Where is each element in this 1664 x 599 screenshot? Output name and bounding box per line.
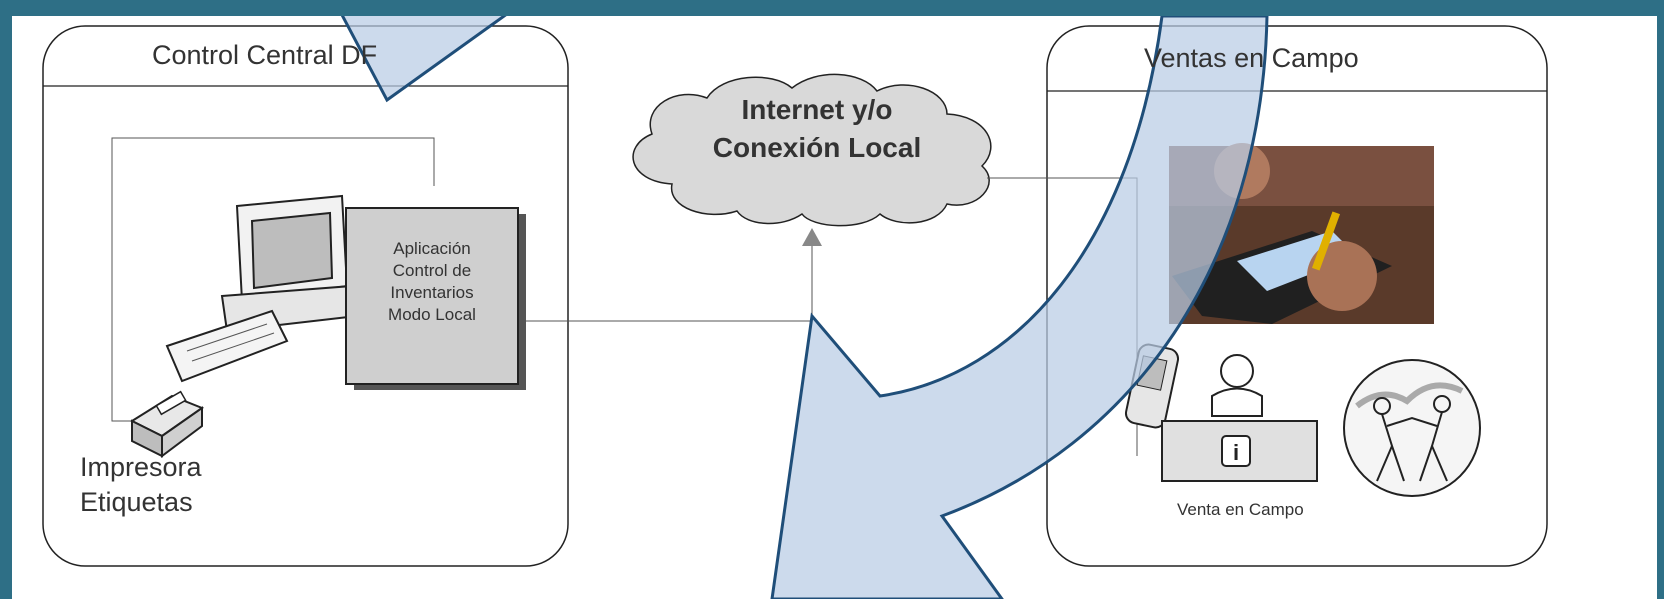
svg-text:i: i bbox=[1233, 440, 1239, 465]
diagram-graphics: i bbox=[42, 16, 1548, 599]
left-panel-title: Control Central DF bbox=[152, 40, 378, 70]
cloud-arrow-head bbox=[802, 228, 822, 246]
computer-icon bbox=[165, 194, 359, 383]
globe-handshake-icon bbox=[1343, 359, 1481, 497]
printer-label-line-2: Etiquetas bbox=[80, 487, 193, 517]
app-box bbox=[345, 207, 519, 385]
printer-label-line-1: Impresora bbox=[80, 452, 202, 482]
app-box-line-3: Inventarios bbox=[390, 283, 474, 302]
cloud-label-line-1: Internet y/o bbox=[741, 94, 893, 125]
overlay-top-wedge bbox=[340, 16, 507, 103]
overlay-curved-arrow bbox=[770, 16, 1269, 599]
internet-cloud bbox=[632, 73, 992, 227]
printer-icon bbox=[129, 390, 205, 458]
app-box-line-1: Aplicación bbox=[393, 239, 471, 258]
printer-label: Impresora Etiquetas bbox=[80, 450, 202, 520]
printer-connector bbox=[111, 137, 435, 422]
app-box-line-2: Control de bbox=[392, 261, 472, 280]
cloud-label: Internet y/o Conexión Local bbox=[657, 91, 977, 167]
app-box-label: Aplicación Control de Inventarios Modo L… bbox=[346, 238, 518, 326]
info-desk-icon: i bbox=[1161, 354, 1318, 482]
right-panel-title: Ventas en Campo bbox=[1144, 43, 1359, 73]
diagram-canvas: i Control Central DF Ventas en Campo Apl… bbox=[12, 16, 1657, 599]
venta-caption: Venta en Campo bbox=[1177, 500, 1304, 519]
cloud-label-line-2: Conexión Local bbox=[712, 132, 922, 163]
app-box-line-4: Modo Local bbox=[388, 305, 476, 324]
